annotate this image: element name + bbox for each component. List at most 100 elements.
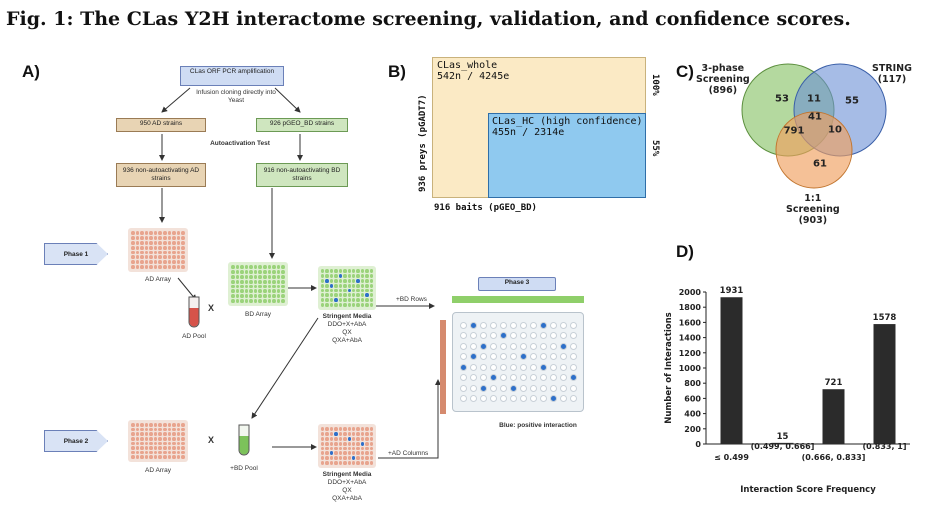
plate-well <box>176 240 181 245</box>
plate-well <box>172 235 176 240</box>
plate-well <box>334 273 338 278</box>
plate-well <box>144 240 149 245</box>
plate-well <box>163 436 167 441</box>
plate-well <box>240 269 244 274</box>
plate-well <box>329 278 334 283</box>
phase-3-well <box>459 363 467 371</box>
plate-well <box>140 245 144 250</box>
plate-well <box>140 455 144 459</box>
plate-well <box>360 431 365 436</box>
plate-well <box>365 303 369 307</box>
plate-well <box>356 283 360 288</box>
plate-well <box>360 283 365 288</box>
plate-well <box>360 441 365 446</box>
bd-array-label: BD Array <box>244 311 271 318</box>
plate-well <box>338 293 343 298</box>
plate-well <box>329 427 334 431</box>
bar-value-label: 15 <box>777 432 789 442</box>
x-tick-label: (0.666, 0.833] <box>802 453 866 462</box>
plate-well <box>321 298 325 303</box>
plate-well <box>181 245 185 250</box>
plate-well <box>181 436 185 441</box>
plate-well <box>347 278 351 283</box>
plate-well <box>253 284 258 289</box>
plate-well <box>158 423 163 427</box>
plate-well <box>149 250 153 255</box>
phase-3-well <box>569 342 577 350</box>
plate-well <box>356 461 360 465</box>
phase-3-well <box>459 384 467 392</box>
plate-well <box>334 427 338 431</box>
panel-d-letter: D) <box>676 242 694 261</box>
plate-well <box>131 450 135 455</box>
plate-well <box>343 456 347 461</box>
phase-3-well <box>499 384 507 392</box>
plate-well <box>235 279 240 284</box>
phase-3-well <box>559 384 567 392</box>
plate-well <box>329 436 334 441</box>
plate-well <box>167 265 172 269</box>
plate-well <box>351 303 356 307</box>
plate-well <box>334 431 338 436</box>
phase-3-well <box>519 384 527 392</box>
phase-3-well <box>469 353 477 361</box>
plate-well <box>135 260 140 265</box>
stringent-1-sub: DDO+X+AbA QX QXA+AbA <box>327 321 367 344</box>
plate-well <box>176 265 181 269</box>
plate-well <box>172 446 176 450</box>
bd-strains-box: 926 pGEO_BD strains <box>256 118 348 132</box>
stringent-2-sub: DDO+X+AbA QX QXA+AbA <box>327 479 367 502</box>
plate-well <box>347 288 351 293</box>
plate-well <box>167 255 172 260</box>
plate-well <box>249 279 253 284</box>
phase-3-well <box>549 384 557 392</box>
phase-3-well <box>569 353 577 361</box>
plate-well <box>369 288 373 293</box>
plate-well <box>325 288 329 293</box>
phase-3-well <box>469 332 477 340</box>
plate-well <box>153 235 158 240</box>
bar <box>720 297 743 444</box>
phase-3-well <box>489 363 497 371</box>
plate-well <box>240 284 244 289</box>
plate-well <box>272 299 276 303</box>
phase-3-well <box>519 395 527 403</box>
plate-well <box>244 274 249 279</box>
plate-well <box>356 436 360 441</box>
plate-well <box>167 436 172 441</box>
plate-well <box>231 274 235 279</box>
plate-well <box>369 298 373 303</box>
ad-nonauto-box: 936 non-autoactivating AD strains <box>116 163 206 187</box>
plate-well <box>356 288 360 293</box>
plate-well <box>360 269 365 273</box>
phase-3-well <box>469 363 477 371</box>
plate-well <box>369 456 373 461</box>
plate-well <box>263 289 267 294</box>
plate-well <box>231 269 235 274</box>
plate-well <box>167 446 172 450</box>
plate-well <box>347 293 351 298</box>
plate-well <box>240 299 244 303</box>
plate-well <box>167 245 172 250</box>
plate-well <box>244 299 249 303</box>
phase-3-well <box>539 353 547 361</box>
venn-screening-label: 3-phase Screening (896) <box>696 63 750 96</box>
plate-well <box>276 265 281 269</box>
plate-well <box>276 294 281 299</box>
plate-well <box>163 265 167 269</box>
plate-well <box>258 279 263 284</box>
plate-well <box>231 299 235 303</box>
plate-well <box>131 441 135 446</box>
pct-hc-label: 55% <box>650 140 660 157</box>
plate-well <box>321 273 325 278</box>
plate-well <box>351 456 356 461</box>
plate-well <box>347 283 351 288</box>
plate-well <box>325 431 329 436</box>
phase-3-well <box>489 342 497 350</box>
whole-counts: 542n / 4245e <box>437 71 510 82</box>
phase-3-well <box>539 342 547 350</box>
phase-3-well <box>529 342 537 350</box>
plate-well <box>321 431 325 436</box>
plate-well <box>347 427 351 431</box>
pct-whole-label: 100% <box>650 74 660 96</box>
